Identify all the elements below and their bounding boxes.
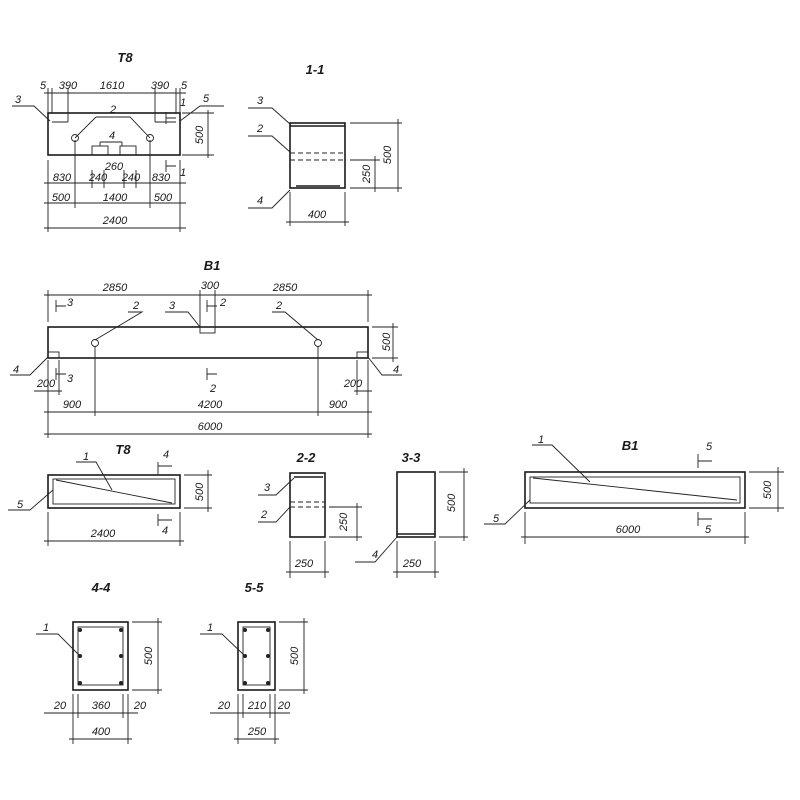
dim-label: 6000 (198, 421, 223, 433)
dim-label: 260 (104, 161, 124, 173)
leader-label: 2 (109, 104, 116, 116)
leader-label: 1 (207, 622, 213, 634)
view-title: B1 (204, 258, 221, 273)
leader-label: 3 (264, 482, 271, 494)
leader-label: 1 (538, 434, 544, 446)
view-title: B1 (622, 438, 639, 453)
section-marker: 5 (706, 441, 713, 453)
dim-label: 500 (289, 646, 301, 665)
section-3-3: 3-3 4 500 250 (355, 450, 468, 578)
leader-label: 4 (13, 364, 19, 376)
leader-label: 4 (257, 195, 263, 207)
view-title: 3-3 (402, 450, 422, 465)
dim-label: 250 (338, 512, 350, 532)
section-marker: 1 (180, 167, 186, 179)
dim-label: 500 (446, 493, 458, 512)
leader-label: 2 (256, 123, 263, 135)
view-b1-plan: B1 2850 300 2850 2 3 2 4 4 3 2 3 2 500 2… (10, 258, 402, 438)
dim-label: 200 (343, 378, 363, 390)
section-marker: 4 (162, 525, 168, 537)
dim-label: 900 (63, 399, 82, 411)
leader-label: 2 (260, 509, 267, 521)
dim-label: 6000 (616, 524, 641, 536)
dim-label: 2400 (102, 215, 128, 227)
section-marker: 3 (67, 297, 74, 309)
dim-label: 400 (308, 209, 327, 221)
dim-label: 2850 (272, 282, 298, 294)
dim-label: 250 (361, 164, 373, 184)
dim-label: 5 (181, 80, 188, 92)
leader-label: 4 (109, 130, 115, 142)
view-t8-plan: T8 5 390 1610 390 5 3 5 2 4 1 1 500 830 … (12, 50, 224, 232)
leader-label: 5 (493, 513, 500, 525)
view-b1-reinforcement: B1 1 5 5 5 500 6000 (484, 434, 784, 544)
leader-label: 3 (257, 95, 264, 107)
dim-label: 500 (154, 192, 173, 204)
section-marker: 5 (705, 524, 712, 536)
leader-label: 1 (43, 622, 49, 634)
dim-label: 500 (194, 482, 206, 501)
dim-label: 390 (151, 80, 170, 92)
dim-label: 500 (143, 646, 155, 665)
dim-label: 400 (92, 726, 111, 738)
dim-label: 240 (121, 172, 141, 184)
dim-label: 2850 (102, 282, 128, 294)
dim-label: 240 (88, 172, 108, 184)
dim-label: 900 (329, 399, 348, 411)
dim-label: 830 (152, 172, 171, 184)
dim-label: 20 (133, 700, 147, 712)
leader-label: 1 (83, 451, 89, 463)
dim-label: 500 (382, 145, 394, 164)
leader-label: 3 (169, 300, 176, 312)
view-t8-reinforcement: T8 1 5 4 4 500 2400 (8, 442, 212, 546)
dim-label: 250 (294, 558, 314, 570)
dim-label: 20 (277, 700, 291, 712)
leader-label: 5 (203, 93, 210, 105)
dim-label: 4200 (198, 399, 223, 411)
section-1-1: 1-1 3 2 4 500 250 400 (248, 62, 402, 226)
section-5-5: 5-5 1 500 20 210 20 250 (200, 580, 308, 744)
section-marker: 2 (219, 297, 226, 309)
view-title: 1-1 (306, 62, 325, 77)
dim-label: 1400 (103, 192, 128, 204)
view-title: T8 (117, 50, 133, 65)
dim-label: 200 (36, 378, 56, 390)
dim-label: 830 (53, 172, 72, 184)
section-2-2: 2-2 3 2 250 250 (258, 450, 362, 578)
dim-label: 500 (194, 125, 206, 144)
dim-label: 250 (247, 726, 267, 738)
beam-outline (47, 112, 181, 156)
dim-label: 500 (381, 332, 393, 351)
view-title: 5-5 (245, 580, 265, 595)
dim-label: 20 (217, 700, 231, 712)
dim-label: 1610 (100, 80, 125, 92)
leader-label: 2 (275, 300, 282, 312)
dim-label: 300 (201, 280, 220, 292)
section-marker: 1 (180, 97, 186, 109)
dim-label: 360 (92, 700, 111, 712)
dim-label: 2400 (90, 528, 116, 540)
view-title: 2-2 (296, 450, 317, 465)
leader-label: 2 (132, 300, 139, 312)
section-marker: 2 (209, 383, 216, 395)
dim-label: 250 (402, 558, 422, 570)
leader-label: 5 (17, 499, 24, 511)
leader-label: 4 (393, 364, 399, 376)
section-marker: 3 (67, 373, 74, 385)
leader-label: 3 (15, 94, 22, 106)
leader-label: 4 (372, 549, 378, 561)
section-marker: 4 (163, 449, 169, 461)
view-title: T8 (115, 442, 131, 457)
dim-label: 500 (762, 480, 774, 499)
dim-label: 210 (247, 700, 267, 712)
dim-label: 5 (40, 80, 47, 92)
dim-label: 20 (53, 700, 67, 712)
dim-label: 500 (52, 192, 71, 204)
dim-label: 390 (59, 80, 78, 92)
view-title: 4-4 (91, 580, 112, 595)
section-4-4: 4-4 1 500 20 360 20 400 (36, 580, 162, 744)
